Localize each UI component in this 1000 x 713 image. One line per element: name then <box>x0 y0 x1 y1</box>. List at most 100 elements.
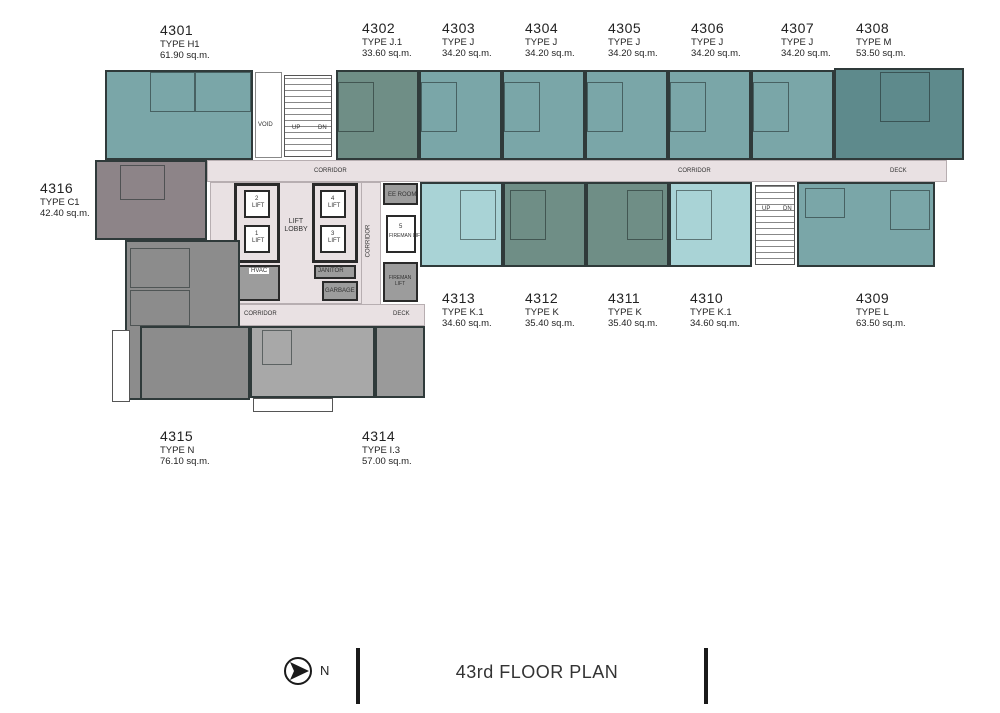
unit-number: 4303 <box>442 20 476 36</box>
lift-lobby-label: LIFT LOBBY <box>284 218 308 233</box>
unit-4307-area <box>751 70 834 160</box>
unit-4313-area <box>420 182 503 267</box>
corridor-main <box>207 160 947 182</box>
unit-area: 34.20 sq.m. <box>525 48 575 60</box>
unit-4309-area <box>797 182 935 267</box>
balcony-4314 <box>253 398 333 412</box>
room-divider <box>150 72 195 112</box>
corridor-label: CORRIDOR <box>678 168 711 174</box>
unit-number: 4313 <box>442 290 476 306</box>
unit-area: 42.40 sq.m. <box>40 208 90 220</box>
unit-area: 35.40 sq.m. <box>608 318 658 330</box>
unit-number: 4311 <box>608 290 641 306</box>
lift-1 <box>244 225 270 253</box>
room-divider <box>421 82 457 132</box>
compass-icon <box>284 657 312 685</box>
unit-label-4310: 4310 TYPE K.1 34.60 sq.m. <box>690 290 740 330</box>
room-divider <box>880 72 930 122</box>
void-label: VOID <box>258 122 273 128</box>
unit-area: 76.10 sq.m. <box>160 456 210 468</box>
unit-number: 4306 <box>691 20 725 36</box>
unit-4306-area <box>668 70 751 160</box>
room-divider <box>262 330 292 365</box>
lift-3-label: 3 <box>331 231 335 237</box>
room-divider <box>890 190 930 230</box>
unit-label-4304: 4304 TYPE J 34.20 sq.m. <box>525 20 575 60</box>
unit-type: TYPE J <box>781 37 814 49</box>
stair-up-label: UP <box>762 206 771 212</box>
deck-label: DECK <box>393 311 410 317</box>
lift-4-label: 4 <box>331 196 335 202</box>
room-divider <box>587 82 623 132</box>
unit-label-4309: 4309 TYPE L 63.50 sq.m. <box>856 290 906 330</box>
unit-type: TYPE N <box>160 445 195 457</box>
room-divider <box>753 82 789 132</box>
staircase-north <box>284 75 332 157</box>
corridor-label: CORRIDOR <box>244 311 277 317</box>
lift-word: LIFT <box>328 238 341 244</box>
unit-type: TYPE K <box>525 307 559 319</box>
unit-4310-area <box>669 182 752 267</box>
unit-type: TYPE J <box>525 37 558 49</box>
room-divider <box>130 248 190 288</box>
lift-1-label: 1 <box>255 231 259 237</box>
unit-4316-area <box>95 160 207 240</box>
lift-word: LIFT <box>252 238 265 244</box>
compass-north-label: N <box>320 663 330 678</box>
room-divider <box>676 190 712 240</box>
corridor-label: CORRIDOR <box>365 224 372 258</box>
floor-plan-title: 43rd FLOOR PLAN <box>455 662 619 682</box>
unit-type: TYPE K.1 <box>442 307 484 319</box>
lift-bank-west <box>234 183 280 263</box>
unit-label-4306: 4306 TYPE J 34.20 sq.m. <box>691 20 741 60</box>
lift-2-label: 2 <box>255 196 259 202</box>
stair-dn-label: DN <box>318 125 327 131</box>
unit-number: 4315 <box>160 428 194 444</box>
unit-area: 61.90 sq.m. <box>160 50 210 62</box>
unit-type: TYPE K.1 <box>690 307 732 319</box>
unit-label-4314: 4314 TYPE I.3 57.00 sq.m. <box>362 428 412 468</box>
unit-area: 34.60 sq.m. <box>690 318 740 330</box>
janitor-label: JANITOR <box>318 268 344 274</box>
unit-type: TYPE M <box>856 37 892 49</box>
corridor-label: CORRIDOR <box>314 168 347 174</box>
fireman-lift <box>386 215 416 253</box>
garbage-label: GARBAGE <box>325 288 355 294</box>
room-divider <box>627 190 663 240</box>
unit-area: 35.40 sq.m. <box>525 318 575 330</box>
unit-label-4302: 4302 TYPE J.1 33.60 sq.m. <box>362 20 412 60</box>
unit-number: 4312 <box>525 290 559 306</box>
unit-area: 34.20 sq.m. <box>691 48 741 60</box>
unit-4304-area <box>502 70 585 160</box>
unit-area: 34.20 sq.m. <box>442 48 492 60</box>
unit-number: 4302 <box>362 20 396 36</box>
room-divider <box>130 290 190 326</box>
unit-4302-area <box>336 70 419 160</box>
lift-word: LIFT <box>328 203 341 209</box>
unit-type: TYPE K <box>608 307 642 319</box>
unit-label-4312: 4312 TYPE K 35.40 sq.m. <box>525 290 575 330</box>
unit-number: 4305 <box>608 20 642 36</box>
deck-label: DECK <box>890 168 907 174</box>
unit-label-4308: 4308 TYPE M 53.50 sq.m. <box>856 20 906 60</box>
lift-word: LIFT <box>252 203 265 209</box>
fireman-lift-number: 5 <box>399 224 403 230</box>
room-divider <box>338 82 374 132</box>
unit-number: 4308 <box>856 20 890 36</box>
room-divider <box>120 165 165 200</box>
room-divider <box>460 190 496 240</box>
title-divider-right <box>704 648 708 704</box>
unit-number: 4304 <box>525 20 559 36</box>
room-divider <box>195 72 251 112</box>
unit-type: TYPE J <box>442 37 475 49</box>
unit-4305-area <box>585 70 668 160</box>
unit-label-4303: 4303 TYPE J 34.20 sq.m. <box>442 20 492 60</box>
unit-label-4311: 4311 TYPE K 35.40 sq.m. <box>608 290 658 330</box>
unit-type: TYPE I.3 <box>362 445 401 457</box>
unit-number: 4301 <box>160 22 194 38</box>
unit-number: 4314 <box>362 428 396 444</box>
unit-area: 33.60 sq.m. <box>362 48 412 60</box>
room-divider <box>510 190 546 240</box>
unit-area: 34.20 sq.m. <box>608 48 658 60</box>
